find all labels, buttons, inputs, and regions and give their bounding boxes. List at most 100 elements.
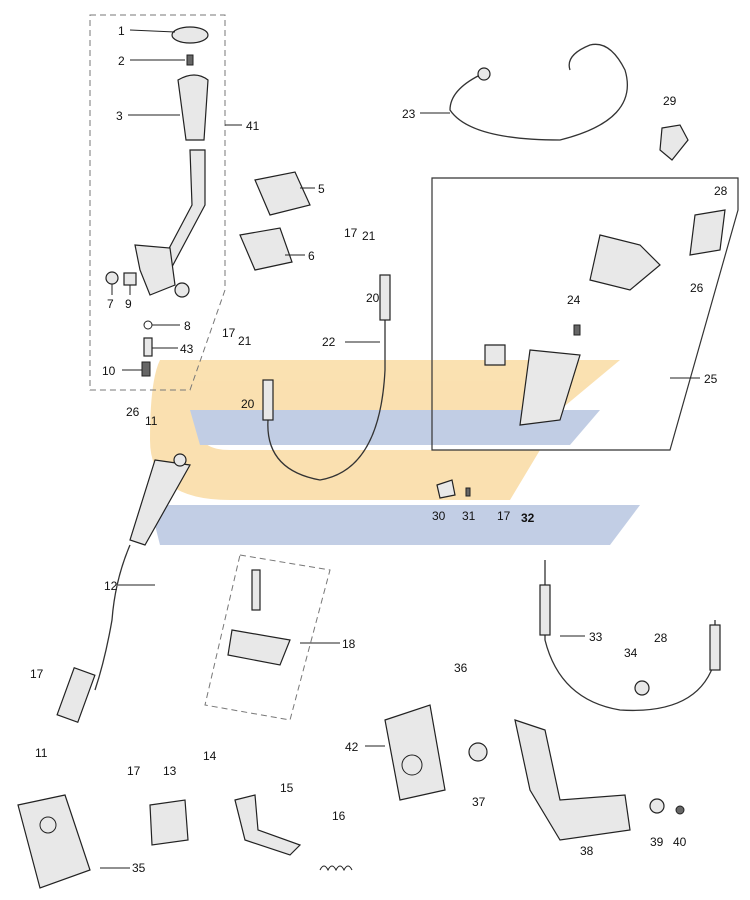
label-41: 41 [246, 119, 260, 133]
label-7: 7 [107, 297, 114, 311]
washer-39 [649, 798, 665, 814]
screw [186, 54, 194, 66]
label-25: 25 [704, 372, 718, 386]
arm-15 [234, 794, 302, 856]
label-17-a: 17 [344, 226, 358, 240]
label-37: 37 [472, 795, 486, 809]
label-14: 14 [203, 749, 217, 763]
label-20-b: 20 [241, 397, 255, 411]
shift-boot-5 [254, 171, 311, 216]
group-41-outline [89, 14, 226, 391]
label-3: 3 [116, 109, 123, 123]
bracket-42 [384, 704, 446, 801]
cable-33 [544, 560, 716, 712]
label-2: 2 [118, 54, 125, 68]
label-40: 40 [673, 835, 687, 849]
label-11-b: 11 [35, 746, 48, 760]
spring-37 [468, 742, 488, 762]
clip-8 [143, 320, 153, 330]
shift-boot-6 [239, 227, 293, 271]
watermark-blue-stripe-1 [190, 410, 600, 445]
label-17-d: 17 [127, 764, 141, 778]
label-5: 5 [318, 182, 325, 196]
pedal-bracket-25 [589, 234, 661, 291]
label-21-a: 21 [362, 229, 376, 243]
label-28-b: 28 [654, 631, 668, 645]
label-10: 10 [102, 364, 116, 378]
label-36: 36 [454, 661, 468, 675]
washer-7 [105, 271, 119, 285]
label-31: 31 [462, 509, 476, 523]
label-20-a: 20 [366, 291, 380, 305]
label-32: 32 [521, 511, 535, 525]
shift-knob [177, 74, 209, 141]
label-34: 34 [624, 646, 638, 660]
label-12: 12 [104, 579, 118, 593]
cable-22-end [379, 274, 391, 321]
label-8: 8 [184, 319, 191, 333]
group-18-outline [204, 554, 331, 721]
plate-13 [149, 799, 189, 846]
cable-22 [267, 285, 386, 481]
label-38: 38 [580, 844, 594, 858]
label-17-e: 17 [222, 326, 236, 340]
bolt-head [174, 282, 190, 298]
cable-33-end [539, 584, 551, 636]
cable-23 [449, 43, 629, 141]
label-13: 13 [163, 764, 177, 778]
bracket-35-hole [39, 816, 57, 834]
cable-12 [94, 544, 131, 691]
linkage-18 [227, 629, 291, 666]
cable-23-end [477, 67, 491, 81]
cable-33-end-right [709, 624, 721, 671]
group-25-outline [431, 177, 739, 451]
clamp-34 [634, 680, 650, 696]
label-21-b: 21 [238, 334, 252, 348]
bracket-42-hole [401, 754, 423, 776]
label-9: 9 [125, 297, 132, 311]
bolt-24 [573, 324, 581, 336]
label-18: 18 [342, 637, 356, 651]
pin-43 [143, 337, 153, 357]
spring [484, 344, 506, 366]
pin-31 [465, 487, 471, 497]
label-26-a: 26 [690, 281, 704, 295]
label-6: 6 [308, 249, 315, 263]
clip-30 [436, 479, 456, 499]
label-11-a: 11 [145, 414, 158, 428]
cable-12-rod [56, 666, 96, 724]
label-1: 1 [118, 24, 125, 38]
label-15: 15 [280, 781, 294, 795]
label-24: 24 [567, 293, 581, 307]
pedal-38 [514, 719, 631, 841]
cable-12-eye [173, 453, 187, 467]
part-labels: 1 2 3 41 5 6 7 9 8 43 10 17 21 20 22 23 … [30, 24, 728, 875]
label-23: 23 [402, 107, 416, 121]
label-17-c: 17 [30, 667, 44, 681]
spring-16 [319, 865, 353, 872]
label-29: 29 [663, 94, 677, 108]
plate-28 [689, 209, 726, 256]
label-16: 16 [332, 809, 346, 823]
cable-22-end-lower [262, 379, 274, 421]
label-33: 33 [589, 630, 603, 644]
label-39: 39 [650, 835, 664, 849]
label-26-b: 26 [126, 405, 140, 419]
label-17-b: 17 [497, 509, 511, 523]
lever-bracket [134, 244, 176, 296]
pedal-arm [519, 349, 581, 426]
label-43: 43 [180, 342, 194, 356]
label-22: 22 [322, 335, 336, 349]
shift-knob-cap [171, 26, 209, 44]
watermark-blue-stripe-2 [150, 505, 640, 545]
nut-40 [675, 805, 685, 815]
label-30: 30 [432, 509, 446, 523]
leader-lines [100, 29, 700, 869]
rod-18 [251, 569, 261, 611]
bolt-10 [141, 361, 151, 377]
bracket-35 [17, 794, 91, 889]
bracket-29 [659, 124, 689, 161]
label-42: 42 [345, 740, 359, 754]
